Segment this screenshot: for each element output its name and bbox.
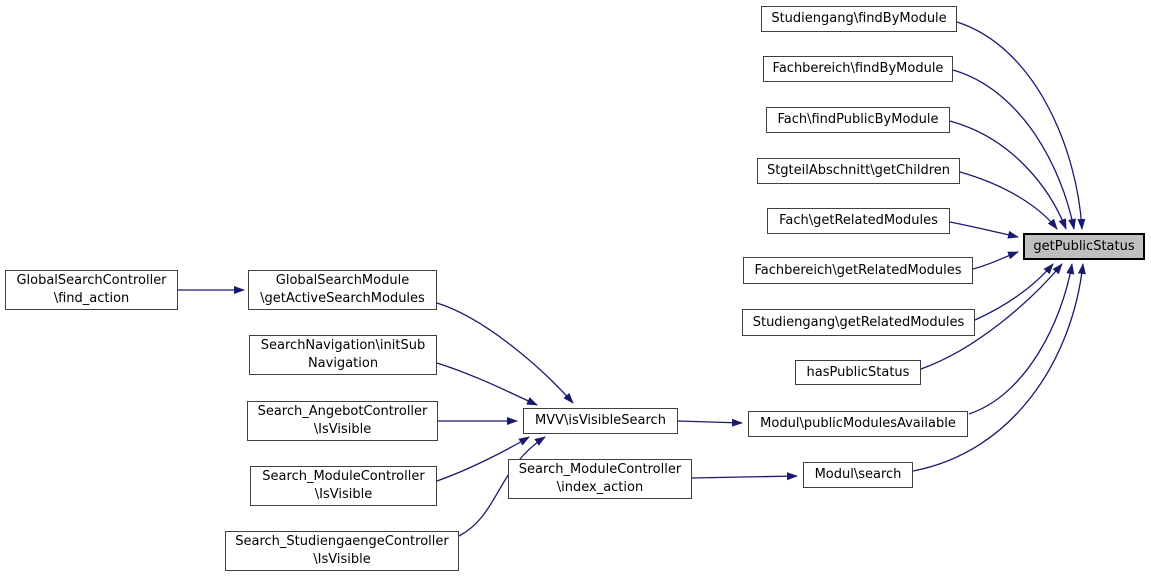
node-fachbereich-findbymodule[interactable]: Fachbereich\findByModule: [763, 56, 953, 82]
node-search-studiengaengecontroller-isvisible[interactable]: Search_StudiengaengeController \IsVisibl…: [225, 531, 459, 571]
edge-search-to-getPublicStatus: [912, 263, 1086, 472]
node-getpublicstatus-focus: getPublicStatus: [1023, 233, 1145, 260]
node-searchnavigation-initsubnavigation[interactable]: SearchNavigation\initSub Navigation: [249, 335, 437, 375]
edge-initSubNavigation-to-isVisibleSearch: [436, 362, 538, 406]
node-globalsearchmodule-getactivesearchmodules[interactable]: GlobalSearchModule \getActiveSearchModul…: [248, 270, 437, 310]
node-search-angebotcontroller-isvisible[interactable]: Search_AngebotController \IsVisible: [247, 401, 438, 441]
edge-fach-findPublicByModule-to-getPublicStatus: [949, 120, 1067, 230]
node-globalsearchcontroller-find_action[interactable]: GlobalSearchController \find_action: [5, 270, 178, 310]
edge-fachbereich-getRelatedModules-to-getPublicStatus: [972, 251, 1019, 270]
node-fachbereich-getrelatedmodules[interactable]: Fachbereich\getRelatedModules: [743, 257, 973, 284]
edge-studiengang-getRelatedModules-to-getPublicStatus: [974, 263, 1054, 321]
node-studiengang-getrelatedmodules[interactable]: Studiengang\getRelatedModules: [742, 309, 975, 336]
node-haspublicstatus[interactable]: hasPublicStatus: [795, 360, 921, 385]
edge-hasPublicStatus-to-getPublicStatus: [920, 263, 1063, 370]
edge-index_action-to-search: [691, 472, 798, 481]
edge-getActiveSearchModules-to-isVisibleSearch: [436, 302, 574, 404]
edge-isVisibleSearch-to-publicModulesAvailable: [677, 418, 743, 427]
node-search-modulecontroller-isvisible[interactable]: Search_ModuleController \IsVisible: [250, 466, 437, 506]
node-studiengang-findbymodule[interactable]: Studiengang\findByModule: [761, 6, 957, 32]
node-fach-findpublicbymodule[interactable]: Fach\findPublicByModule: [766, 107, 950, 133]
node-modul-search[interactable]: Modul\search: [803, 462, 913, 488]
node-search-modulecontroller-index_action[interactable]: Search_ModuleController \index_action: [508, 459, 692, 499]
edge-fachbereich-findByModule-to-getPublicStatus: [952, 69, 1076, 230]
node-mvv-isvisiblesearch[interactable]: MVV\isVisibleSearch: [523, 408, 678, 434]
edge-publicModulesAvailable-to-getPublicStatus: [968, 263, 1075, 415]
edge-fach-getRelatedModules-to-getPublicStatus: [949, 221, 1019, 239]
node-stgteilabschnitt-getchildren[interactable]: StgteilAbschnitt\getChildren: [757, 158, 960, 184]
node-fach-getrelatedmodules[interactable]: Fach\getRelatedModules: [767, 208, 950, 234]
edge-studiengaengecontroller-isvisible-to-isVisibleSearch: [458, 436, 546, 537]
edge-studiengang-findByModule-to-getPublicStatus: [956, 21, 1086, 230]
edge-stgteilabschnitt-getChildren-to-getPublicStatus: [959, 171, 1058, 230]
edge-modulecontroller-isvisible-to-isVisibleSearch: [436, 436, 530, 482]
node-modul-publicmodulesavailable[interactable]: Modul\publicModulesAvailable: [748, 411, 968, 437]
